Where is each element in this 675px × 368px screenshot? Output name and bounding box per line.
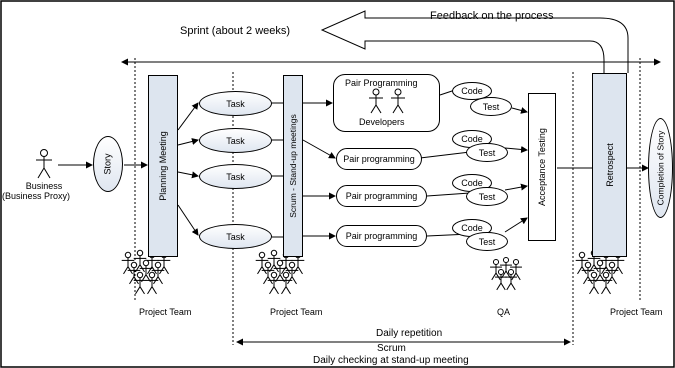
retrospect-label: Retrospect — [604, 143, 615, 187]
team-member-icon — [133, 271, 147, 295]
test-node: Test — [466, 143, 508, 162]
scrum-label: Scrum — [377, 343, 406, 354]
task-label: Task — [226, 135, 245, 146]
pair-programming-label: Pair programming — [345, 191, 418, 201]
qa-label: QA — [497, 307, 511, 317]
completion-label: Completion of Story — [655, 130, 666, 206]
team-member-icon — [490, 258, 502, 281]
planning-meeting-bar: Planning Meeting — [148, 75, 178, 257]
sprint-label: Sprint (about 2 weeks) — [180, 25, 291, 37]
project-team-label: Project Team — [139, 307, 192, 317]
scrum-standup-bar: Scrum - Stand-up meetings — [283, 75, 303, 257]
team-member-icon — [593, 259, 607, 283]
team-member-icon — [145, 271, 159, 295]
feedback-label: Feedback on the process — [430, 10, 554, 22]
team-member-icon — [587, 271, 601, 295]
pair-programming-label: Pair programming — [343, 154, 415, 164]
pair-programming-node: Pair programming — [336, 148, 422, 170]
pair-programming-node: Pair programming — [336, 185, 427, 207]
task-label: Task — [226, 171, 245, 182]
developer-icon — [369, 88, 383, 114]
pair-programming-node: Pair programming — [336, 225, 427, 247]
test-node: Test — [470, 97, 512, 116]
team-member-icon — [279, 271, 293, 295]
task-label: Task — [226, 231, 245, 242]
pair-programming-developers-box — [333, 74, 440, 132]
daily-repetition-label: Daily repetition — [376, 328, 443, 339]
team-member-icon — [505, 268, 517, 291]
task-node: Task — [199, 91, 272, 116]
business-person-icon — [36, 149, 52, 179]
retrospect-bar: Retrospect — [592, 73, 627, 257]
story-label: Story — [102, 153, 113, 175]
team-member-icon — [139, 259, 153, 283]
pair-programming-label: Pair programming — [345, 231, 418, 241]
test-node: Test — [466, 232, 508, 251]
acceptance-label: Acceptance Testing — [537, 128, 547, 206]
acceptance-testing-bar: Acceptance Testing — [528, 93, 556, 241]
developer-icon — [391, 88, 405, 114]
task-node: Task — [199, 224, 272, 249]
feedback-arrow — [320, 10, 629, 73]
completion-node: Completion of Story — [648, 118, 673, 218]
project-team-label: Project Team — [610, 307, 663, 317]
code-node: Code — [452, 82, 492, 100]
team-member-icon — [267, 271, 281, 295]
team-member-icon — [495, 268, 507, 291]
team-member-icon — [255, 251, 269, 275]
team-member-icon — [599, 271, 613, 295]
business-label: Business — [25, 181, 63, 191]
task-label: Task — [226, 98, 245, 109]
team-member-icon — [285, 261, 299, 285]
task-node: Task — [199, 164, 272, 189]
team-member-icon — [121, 251, 135, 275]
team-member-icon — [273, 259, 287, 283]
project-team-label: Project Team — [270, 307, 323, 317]
task-node: Task — [199, 128, 272, 153]
developers-label: Developers — [359, 117, 405, 127]
planning-label: Planning Meeting — [158, 131, 168, 201]
scrum-bar-label: Scrum - Stand-up meetings — [288, 114, 298, 218]
business-proxy-label: (Business Proxy) — [2, 191, 71, 201]
team-member-icon — [510, 258, 522, 281]
test-node: Test — [466, 187, 508, 206]
team-member-icon — [575, 251, 589, 275]
daily-checking-label: Daily checking at stand-up meeting — [313, 355, 469, 366]
pair-programming-title: Pair Programming — [345, 78, 418, 88]
story-node: Story — [93, 136, 123, 192]
